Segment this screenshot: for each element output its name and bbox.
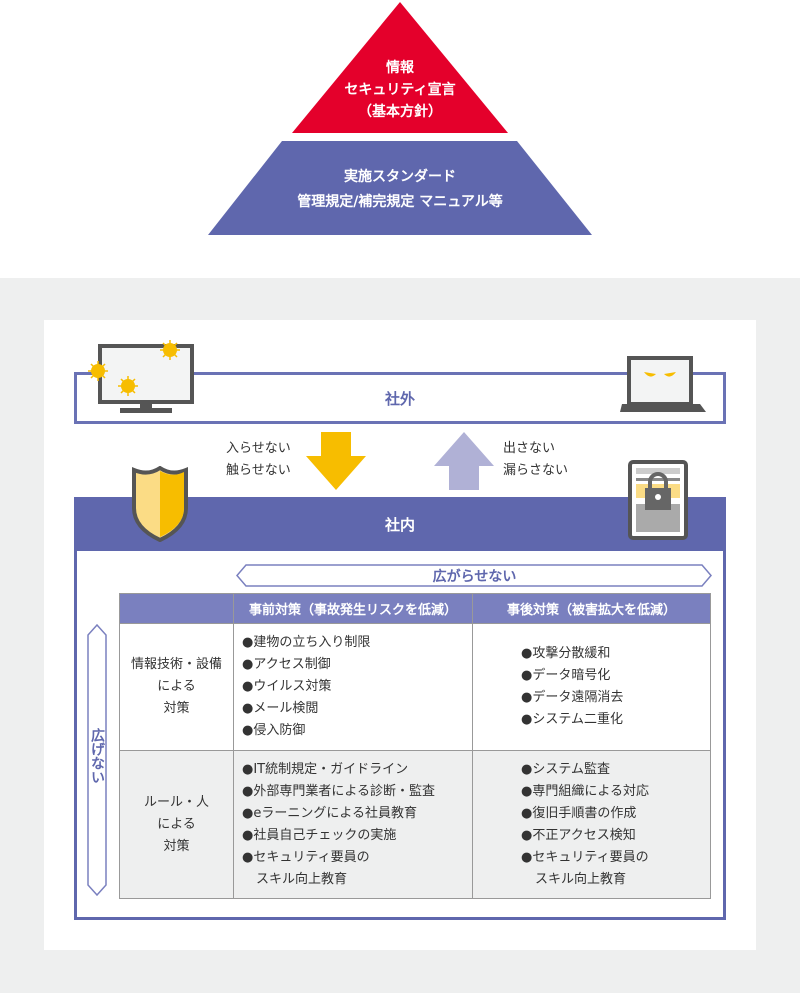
list-item: ●システム監査 xyxy=(521,761,610,777)
header-reactive: 事後対策（被害拡大を低減） xyxy=(472,593,711,624)
pyramid xyxy=(208,2,592,235)
top-line: 情報 xyxy=(386,60,414,76)
pyramid-top-declaration xyxy=(292,2,508,133)
spread-horizontal-arrow xyxy=(236,564,712,587)
keep-in-text: 出さない 漏らさない xyxy=(503,438,568,482)
list-item: ●復旧手順書の作成 xyxy=(521,805,637,821)
label-line: 対策 xyxy=(163,701,190,716)
list-item: ●セキュリティ要員の xyxy=(521,849,649,865)
no-expand-label: 広げない xyxy=(89,728,105,784)
attacked-monitor-icon xyxy=(88,340,194,413)
header-blank xyxy=(119,593,234,624)
preventive-cell: ●IT統制規定・ガイドライン ●外部専門業者による診断・監査 ●eラーニングによ… xyxy=(233,750,473,899)
list-item: ●外部専門業者による診断・監査 xyxy=(242,783,435,799)
table-header-row: 事前対策（事故発生リスクを低減） 事後対策（被害拡大を低減） xyxy=(119,593,711,624)
bottom-line: 管理規定/補完規定 マニュアル等 xyxy=(297,194,503,210)
down-line: 触らせない xyxy=(226,463,291,478)
top-line: セキュリティ宣言 xyxy=(344,82,456,98)
spread-vertical-arrow xyxy=(87,624,107,896)
list-item: ●侵入防御 xyxy=(242,723,306,738)
locked-document-tablet-icon xyxy=(628,460,688,540)
up-line: 出さない xyxy=(503,441,556,456)
shield-icon xyxy=(132,466,188,542)
reactive-cell: ●システム監査 ●専門組織による対応 ●復旧手順書の作成 ●不正アクセス検知 ●… xyxy=(472,750,711,899)
pyramid-bottom-text: 実施スタンダード 管理規定/補完規定 マニュアル等 xyxy=(240,165,560,215)
list-item: ●ウイルス対策 xyxy=(242,679,332,694)
list-item: ●社員自己チェックの実施 xyxy=(242,827,397,843)
hacker-laptop-icon xyxy=(620,356,706,412)
inside-label: 社内 xyxy=(384,515,415,534)
table-row: ルール・人による対策 ●IT統制規定・ガイドライン ●外部専門業者による診断・監… xyxy=(119,750,711,899)
list-item: ●セキュリティ要員の xyxy=(242,849,370,865)
row-label: ルール・人による対策 xyxy=(119,750,234,899)
bottom-line: 実施スタンダード xyxy=(344,169,456,185)
outside-label: 社外 xyxy=(384,389,415,408)
keep-out-text: 入らせない 触らせない xyxy=(226,438,291,482)
pyramid-bottom-standards xyxy=(208,141,592,235)
inside-zone xyxy=(74,497,726,920)
list-item: ●アクセス制御 xyxy=(242,657,331,672)
down-line: 入らせない xyxy=(226,441,291,456)
list-item: ●専門組織による対応 xyxy=(521,783,649,799)
label-line: による xyxy=(157,679,196,694)
label-line: ルール・人 xyxy=(143,794,209,810)
pyramid-top-text: 情報 セキュリティ宣言 （基本方針） xyxy=(300,57,500,123)
no-spread-label: 広がらせない xyxy=(432,569,517,585)
list-item: スキル向上教育 xyxy=(256,871,348,887)
list-item: ●メール検閲 xyxy=(242,701,319,716)
down-arrow-icon xyxy=(306,432,366,490)
list-item: ●IT統制規定・ガイドライン xyxy=(242,761,409,777)
list-item: スキル向上教育 xyxy=(535,871,627,887)
top-line: （基本方針） xyxy=(358,104,442,120)
label-line: 情報技術・設備 xyxy=(130,657,222,672)
list-item: ●建物の立ち入り制限 xyxy=(242,635,371,650)
table-row: 情報技術・設備による対策 ●建物の立ち入り制限 ●アクセス制御 ●ウイルス対策 … xyxy=(119,623,711,751)
label-line: による xyxy=(157,816,196,832)
header-preventive: 事前対策（事故発生リスクを低減） xyxy=(233,593,473,624)
list-item: ●eラーニングによる社員教育 xyxy=(242,805,417,821)
reactive-cell: ●攻撃分散緩和 ●データ暗号化 ●データ遠隔消去 ●システム二重化 xyxy=(472,623,711,751)
list-item: ●データ暗号化 xyxy=(521,668,611,683)
list-item: ●攻撃分散緩和 xyxy=(521,646,611,661)
up-line: 漏らさない xyxy=(503,463,569,478)
label-line: 対策 xyxy=(163,838,190,854)
list-item: ●不正アクセス検知 xyxy=(521,827,636,843)
list-item: ●システム二重化 xyxy=(521,712,623,727)
list-item: ●データ遠隔消去 xyxy=(521,690,624,705)
preventive-cell: ●建物の立ち入り制限 ●アクセス制御 ●ウイルス対策 ●メール検閲 ●侵入防御 xyxy=(233,623,473,751)
row-label: 情報技術・設備による対策 xyxy=(119,623,234,751)
countermeasure-table: 事前対策（事故発生リスクを低減） 事後対策（被害拡大を低減） 情報技術・設備によ… xyxy=(119,593,711,899)
up-arrow-icon xyxy=(434,432,494,490)
